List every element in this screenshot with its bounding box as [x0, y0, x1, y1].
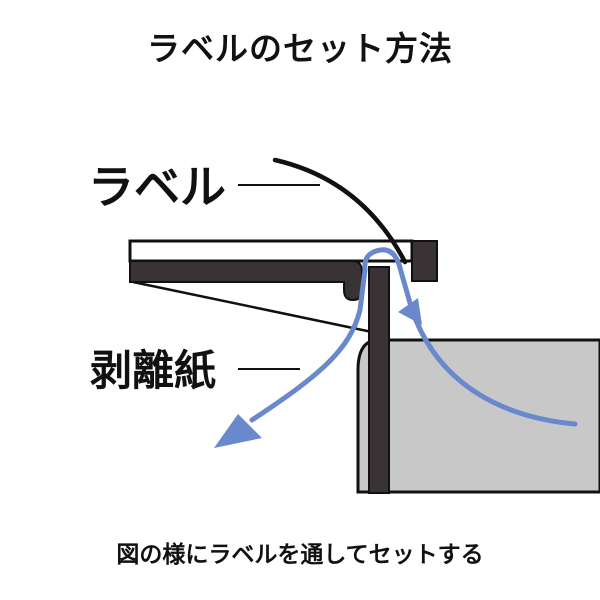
vertical-post [368, 266, 390, 494]
page-title: ラベルのセット方法 [147, 29, 453, 68]
printer-body [356, 338, 600, 494]
label-text: ラベル [88, 160, 226, 214]
dark-bar [129, 260, 363, 302]
instruction-caption: 図の様にラベルを通してセットする [116, 542, 484, 568]
release-paper-text: 剥離紙 [90, 346, 216, 395]
label-curve [272, 157, 408, 265]
end-cap [411, 240, 438, 282]
up-arrowhead [398, 298, 422, 325]
release-paper-line [132, 280, 373, 334]
paper-path-arrow [249, 247, 578, 427]
down-left-arrowhead [214, 414, 262, 448]
